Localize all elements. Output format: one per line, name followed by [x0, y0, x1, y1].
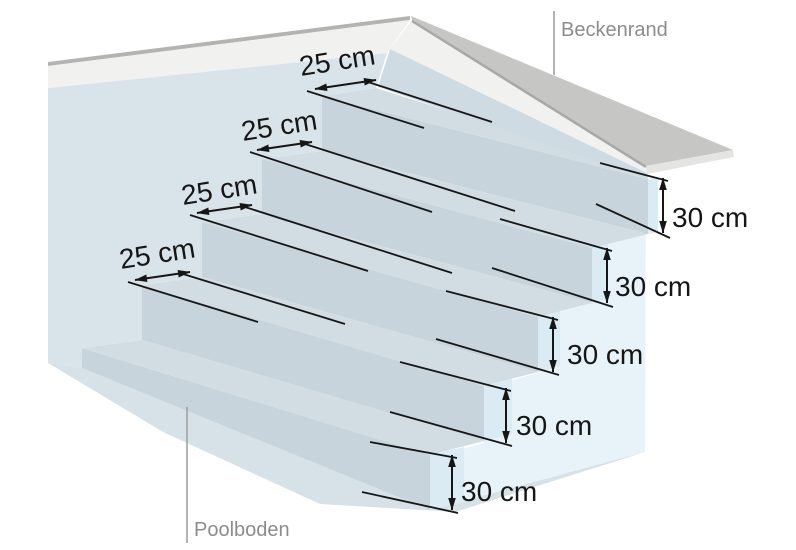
- ext-line-riser-4-top: [399, 361, 512, 392]
- riser-dimension-label-2: 30 cm: [615, 271, 691, 302]
- pool-floor-surface: [48, 363, 645, 512]
- pool-floor-label: Poolboden: [194, 519, 290, 541]
- ext-line-tread-1-back: [367, 81, 493, 123]
- dim-arrow-tread-3: [196, 202, 253, 216]
- step-4-tread: [142, 277, 538, 386]
- ext-line-tread-2-front: [249, 151, 433, 213]
- ext-line-tread-2-back: [304, 143, 516, 212]
- pool-edge-label: Beckenrand: [561, 19, 668, 41]
- waterline-band: [378, 49, 648, 179]
- dim-arrow-tread-2: [256, 139, 313, 153]
- step-1-cut-face: [648, 177, 658, 234]
- wall-top-edge: [48, 16, 410, 66]
- ext-line-riser-5-top: [369, 441, 458, 459]
- ext-line-tread-4-front: [127, 281, 259, 323]
- pool-coping-top: [411, 16, 733, 166]
- riser-dimension-label-5: 30 cm: [461, 476, 537, 507]
- step-3-riser: [202, 222, 538, 372]
- ext-line-riser-5-bottom: [361, 491, 459, 514]
- ext-line-riser-3-bottom: [435, 338, 560, 376]
- ext-line-riser-2-top: [499, 218, 613, 252]
- step-4-riser: [142, 285, 484, 441]
- step-2-riser: [262, 159, 592, 303]
- riser-dimension-label-3: 30 cm: [567, 339, 643, 370]
- ext-line-tread-1-front: [306, 90, 425, 129]
- waterline-strip-left: [48, 20, 410, 88]
- riser-dimension-label-1: 30 cm: [672, 202, 748, 233]
- step-1-riser: [322, 96, 648, 234]
- step-2-cut-face: [592, 244, 608, 303]
- ext-line-riser-1-top: [599, 162, 669, 182]
- waterline-strip-right: [390, 20, 647, 173]
- ext-line-tread-4-back: [182, 273, 346, 325]
- step-5-tread: [82, 340, 484, 455]
- ext-line-riser-4-bottom: [389, 411, 513, 447]
- step-5-riser: [82, 348, 430, 510]
- step-2-tread: [262, 151, 648, 248]
- dim-arrow-tread-4: [134, 269, 191, 283]
- step-3-tread: [202, 214, 592, 317]
- ext-line-riser-3-top: [445, 290, 559, 321]
- pool-coping-edge-line: [411, 19, 647, 169]
- ext-line-tread-3-back: [244, 206, 453, 274]
- step-1-tread: [322, 88, 648, 179]
- pool-coping-thickness: [646, 150, 734, 174]
- dim-arrow-tread-1: [314, 77, 377, 92]
- ext-line-tread-3-front: [189, 214, 369, 272]
- ext-line-riser-2-bottom: [491, 267, 614, 308]
- ext-line-riser-1-bottom: [595, 203, 671, 239]
- riser-dimension-label-4: 30 cm: [516, 410, 592, 441]
